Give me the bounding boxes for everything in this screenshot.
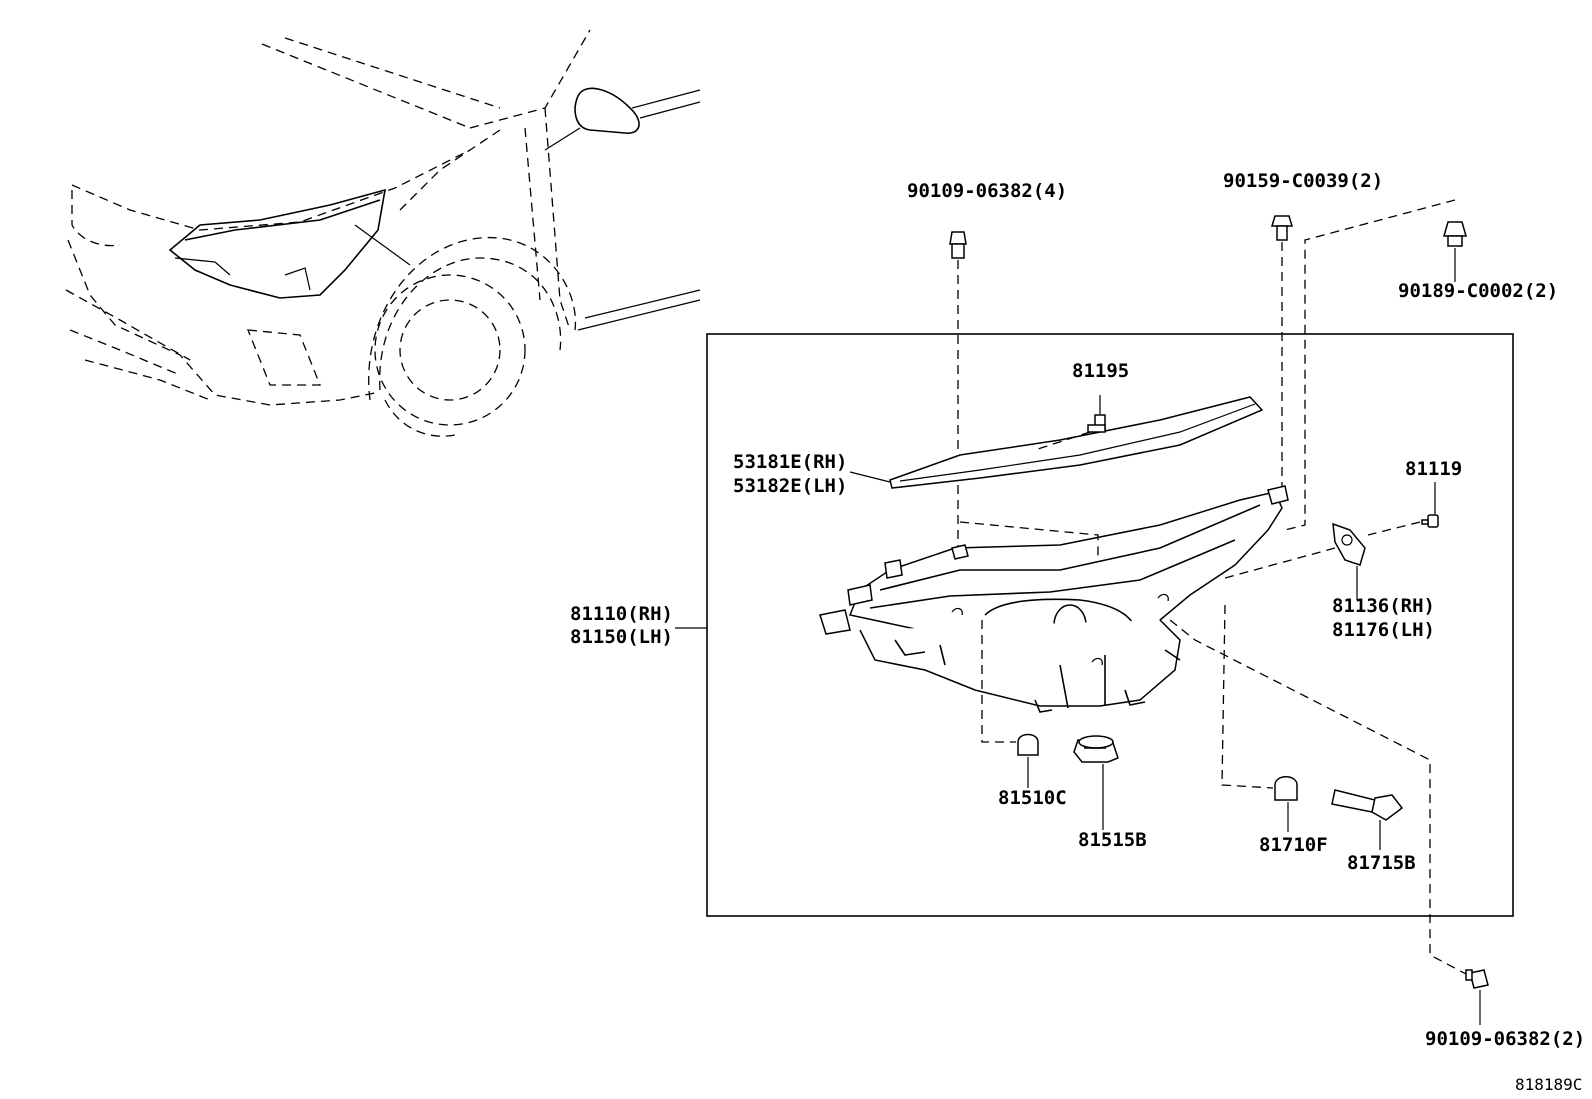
headlamp-assembly <box>819 485 1289 713</box>
label-bolt-90109-top: 90109-06382(4) <box>907 180 1067 202</box>
label-bulb-81715b: 81715B <box>1347 852 1416 874</box>
label-headlamp-lh: 81150(LH) <box>570 626 673 648</box>
label-bulb-81710f: 81710F <box>1259 834 1328 856</box>
bolt-90109-top-icon <box>949 231 967 259</box>
clip-90189-icon <box>1443 221 1467 247</box>
label-part-81195: 81195 <box>1072 360 1129 382</box>
label-headlamp-rh: 81110(RH) <box>570 603 673 625</box>
screw-81119-icon <box>1421 514 1439 528</box>
label-bolt-90109-bottom: 90109-06382(2) <box>1425 1028 1585 1050</box>
headlamp-trim-strip <box>889 396 1264 489</box>
socket-81515b-icon <box>1073 735 1119 763</box>
label-bracket-rh: 81136(RH) <box>1332 595 1435 617</box>
label-trim-rh: 53181E(RH) <box>733 451 847 473</box>
label-socket-81515b: 81515B <box>1078 829 1147 851</box>
bolt-90109-bottom-icon <box>1465 969 1489 989</box>
clip-81195-icon <box>1087 414 1106 433</box>
vehicle-front-corner-illustration <box>65 29 701 437</box>
bulb-81510c-icon <box>1017 733 1039 756</box>
bracket-81136-icon <box>1332 522 1366 566</box>
label-trim-lh: 53182E(LH) <box>733 475 847 497</box>
diagram-code: 818189C <box>1515 1075 1582 1094</box>
screw-90159-icon <box>1270 215 1294 241</box>
label-part-81119: 81119 <box>1405 458 1462 480</box>
label-bracket-lh: 81176(LH) <box>1332 619 1435 641</box>
bulb-81710f-icon <box>1274 776 1298 801</box>
bulb-81715b-icon <box>1331 789 1404 821</box>
label-screw-90159: 90159-C0039(2) <box>1223 170 1383 192</box>
label-clip-90189: 90189-C0002(2) <box>1398 280 1558 302</box>
label-bulb-81510c: 81510C <box>998 787 1067 809</box>
assembly-frame <box>706 333 1514 917</box>
